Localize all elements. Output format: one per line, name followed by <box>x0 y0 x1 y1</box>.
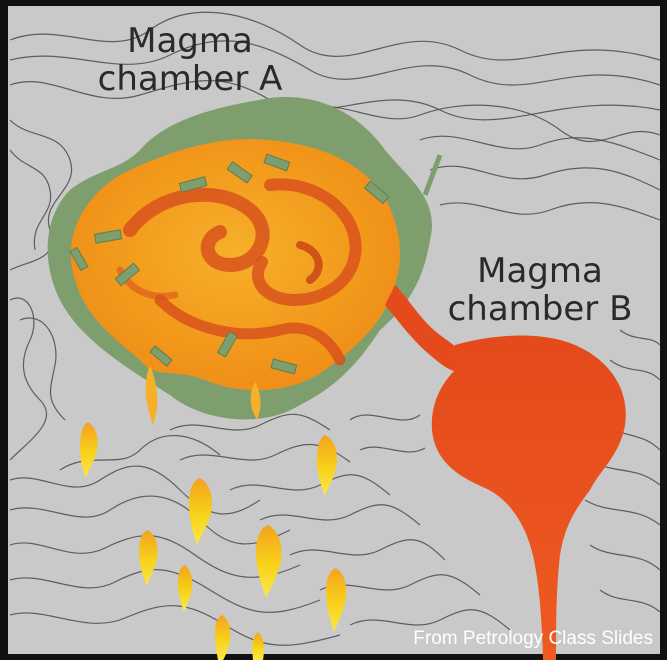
chamber-b-label-line1: Magma <box>440 252 640 290</box>
source-credit: From Petrology Class Slides <box>413 628 653 650</box>
chamber-b-label-line2: chamber B <box>440 290 640 328</box>
chamber-a-label-line2: chamber A <box>95 60 285 98</box>
chamber-b-label: Magma chamber B <box>440 252 640 328</box>
chamber-a-label-line1: Magma <box>95 22 285 60</box>
chamber-a-label: Magma chamber A <box>95 22 285 98</box>
